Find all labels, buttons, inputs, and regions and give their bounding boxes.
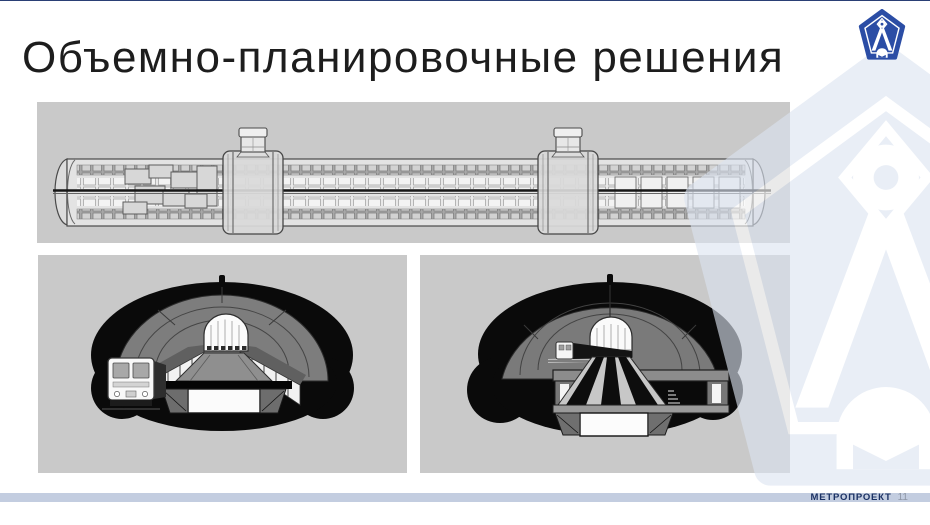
page-number: 11 [897,492,908,503]
metroproekt-logo-icon [858,9,906,60]
cross-section-escalators-drawing [467,274,743,437]
figure-cross-section-escalators [420,255,790,473]
footer-bar [0,493,930,502]
figure-longitudinal-section [37,102,790,243]
footer-brand: МЕТРОПРОЕКТ [810,492,892,503]
cross-section-platform-drawing [91,275,354,431]
slide-title: Объемно-планировочные решения [22,33,785,82]
footer: МЕТРОПРОЕКТ 11 [811,489,908,506]
longitudinal-section-drawing [53,127,771,235]
figure-cross-section-platform [38,255,407,473]
top-edge-line [0,0,930,1]
